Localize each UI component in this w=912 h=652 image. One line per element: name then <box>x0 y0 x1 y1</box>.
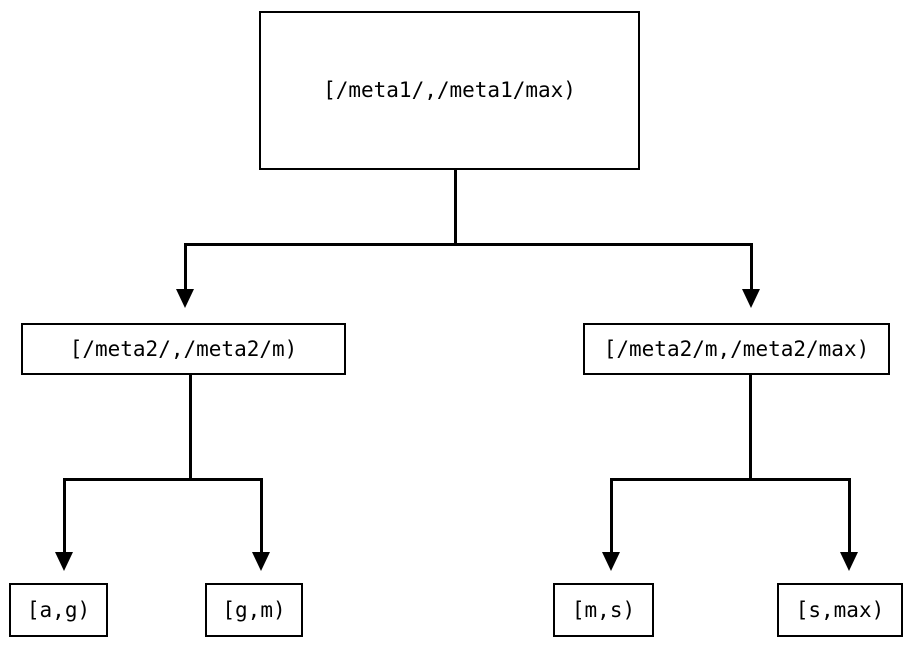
edge-l2-left-stem <box>189 375 192 481</box>
edge-l2-right-horizontal-bar <box>610 478 851 481</box>
tree-node-l2-right-label: [/meta2/m,/meta2/max) <box>603 336 870 361</box>
arrowhead-down-icon-to-leaf-ag <box>55 552 73 571</box>
tree-node-leaf-smax-label: [s,max) <box>795 597 885 622</box>
edge-l2-right-stem <box>749 375 752 481</box>
tree-node-leaf-gm[interactable]: [g,m) <box>205 583 303 637</box>
edge-root-to-l2-left-drop <box>184 243 187 291</box>
tree-node-leaf-gm-label: [g,m) <box>222 597 286 622</box>
tree-node-leaf-ms[interactable]: [m,s) <box>553 583 654 637</box>
edge-l2-left-horizontal-bar <box>63 478 263 481</box>
edge-l2-right-to-leaf-smax-drop <box>848 478 851 554</box>
edge-l2-left-to-leaf-ag-drop <box>63 478 66 554</box>
edge-root-horizontal-bar <box>184 243 753 246</box>
arrowhead-down-icon-root-to-l2-left <box>176 289 194 308</box>
arrowhead-down-icon-to-leaf-ms <box>602 552 620 571</box>
edge-l2-left-to-leaf-gm-drop <box>260 478 263 554</box>
edge-l2-right-to-leaf-ms-drop <box>610 478 613 554</box>
tree-node-l2-right[interactable]: [/meta2/m,/meta2/max) <box>583 323 890 375</box>
tree-node-l2-left[interactable]: [/meta2/,/meta2/m) <box>21 323 346 375</box>
tree-node-l2-left-label: [/meta2/,/meta2/m) <box>69 336 298 361</box>
edge-root-to-l2-right-drop <box>750 243 753 291</box>
tree-node-root-label: [/meta1/,/meta1/max) <box>323 78 576 102</box>
tree-node-leaf-ag[interactable]: [a,g) <box>9 583 108 637</box>
tree-node-leaf-ag-label: [a,g) <box>26 597 91 622</box>
tree-node-root[interactable]: [/meta1/,/meta1/max) <box>259 11 640 170</box>
arrowhead-down-icon-to-leaf-smax <box>840 552 858 571</box>
tree-node-leaf-smax[interactable]: [s,max) <box>777 583 903 637</box>
edge-root-stem <box>454 170 457 245</box>
arrowhead-down-icon-root-to-l2-right <box>742 289 760 308</box>
arrowhead-down-icon-to-leaf-gm <box>252 552 270 571</box>
tree-node-leaf-ms-label: [m,s) <box>571 597 636 622</box>
